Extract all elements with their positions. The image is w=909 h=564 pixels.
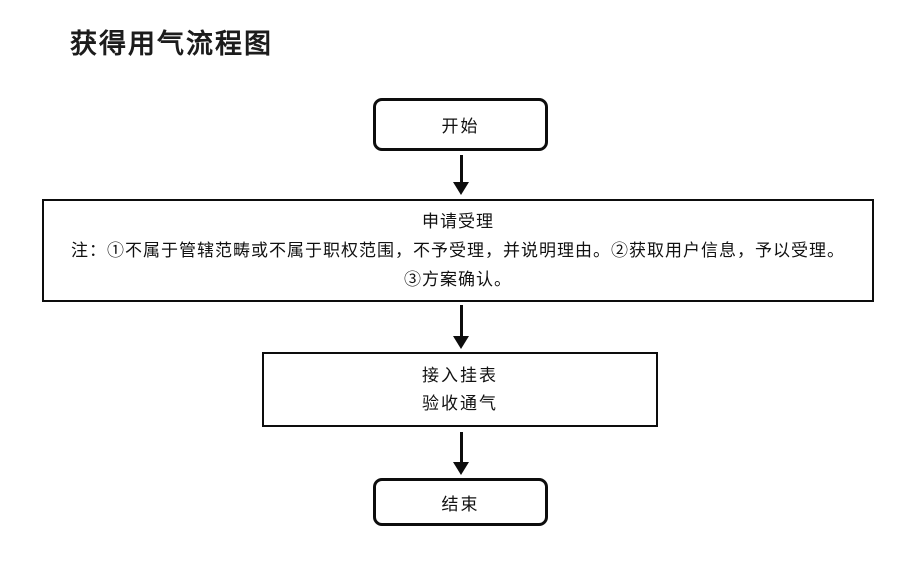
- arrow-stem: [459, 432, 463, 462]
- arrow-down-icon: [453, 462, 469, 475]
- node-apply-note: 注：①不属于管辖范畴或不属于职权范围，不予受理，并说明理由。②获取用户信息，予以…: [71, 241, 845, 260]
- arrow-down-icon: [453, 336, 469, 349]
- node-end: 结束: [373, 478, 548, 526]
- node-apply-note2: ③方案确认。: [404, 270, 512, 289]
- node-start-label: 开始: [441, 117, 480, 136]
- arrow-start-to-apply: [452, 155, 470, 195]
- node-meter-line2: 验收通气: [422, 393, 498, 413]
- arrow-stem: [459, 305, 463, 336]
- node-meter-line1: 接入挂表: [422, 365, 498, 385]
- arrow-stem: [459, 155, 463, 182]
- page-title: 获得用气流程图: [70, 29, 273, 59]
- node-start: 开始: [373, 98, 548, 151]
- node-end-label: 结束: [441, 494, 480, 514]
- arrow-apply-to-meter: [452, 305, 470, 349]
- node-meter-gas: 接入挂表 验收通气: [262, 352, 658, 427]
- node-apply-title: 申请受理: [422, 212, 494, 231]
- arrow-down-icon: [453, 182, 469, 195]
- node-apply-acceptance: 申请受理 注：①不属于管辖范畴或不属于职权范围，不予受理，并说明理由。②获取用户…: [42, 199, 874, 302]
- arrow-meter-to-end: [452, 432, 470, 475]
